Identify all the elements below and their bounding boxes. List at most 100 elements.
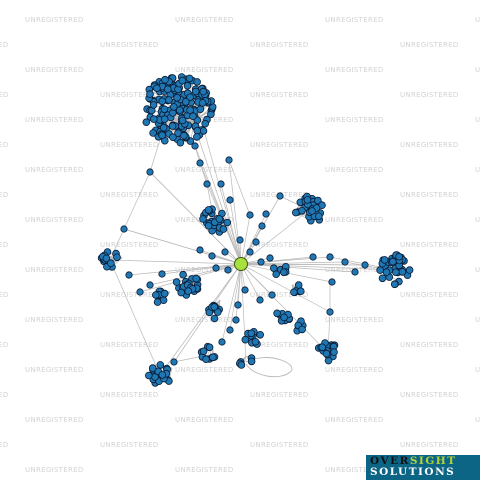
graph-node: [251, 337, 260, 346]
watermark-text: UNREGISTERED: [0, 241, 9, 249]
graph-node: [196, 159, 204, 167]
graph-node: [226, 196, 234, 204]
graph-node: [196, 105, 205, 113]
graph-node: [184, 287, 193, 295]
graph-node: [389, 257, 397, 266]
graph-node: [390, 280, 399, 289]
graph-node: [380, 256, 389, 264]
graph-node: [149, 129, 157, 137]
graph-node: [182, 98, 190, 106]
graph-node: [291, 208, 300, 217]
graph-edge: [149, 139, 161, 173]
graph-node: [183, 81, 192, 90]
graph-node: [273, 309, 281, 318]
graph-node: [205, 343, 214, 352]
graph-node: [142, 118, 151, 126]
graph-node: [102, 254, 111, 263]
graph-node: [158, 97, 167, 106]
watermark-text: UNREGISTERED: [400, 141, 459, 149]
graph-node: [196, 246, 204, 254]
graph-edge: [240, 263, 247, 363]
watermark-text: UNREGISTERED: [175, 66, 234, 74]
graph-edge: [240, 263, 329, 354]
watermark-text: UNREGISTERED: [25, 466, 84, 474]
watermark-text: UNREGISTERED: [175, 416, 234, 424]
graph-node: [341, 258, 349, 266]
watermark-text: UNREGISTERED: [100, 241, 159, 249]
graph-node: [209, 353, 217, 362]
graph-node: [398, 268, 407, 276]
watermark-text: UNREGISTERED: [475, 316, 480, 324]
graph-edge: [240, 263, 331, 313]
graph-node: [322, 349, 331, 358]
watermark-text: UNREGISTERED: [100, 441, 159, 449]
graph-node: [189, 112, 197, 120]
graph-node: [180, 131, 188, 140]
watermark-text: UNREGISTERED: [400, 91, 459, 99]
graph-node: [226, 326, 234, 334]
graph-node: [262, 210, 270, 218]
graph-node: [237, 361, 246, 369]
graph-node: [210, 303, 219, 311]
watermark-text: UNREGISTERED: [250, 91, 309, 99]
graph-node: [145, 371, 153, 380]
graph-node: [280, 313, 288, 322]
watermark-text: UNREGISTERED: [100, 141, 159, 149]
watermark-text: UNREGISTERED: [250, 391, 309, 399]
graph-node: [178, 116, 187, 125]
graph-node: [176, 138, 185, 147]
graph-node: [210, 314, 219, 323]
graph-node: [351, 268, 359, 276]
graph-node: [160, 289, 169, 298]
watermark-text: UNREGISTERED: [100, 91, 159, 99]
graph-node: [246, 211, 254, 219]
graph-node: [156, 361, 165, 369]
graph-node: [192, 274, 201, 283]
graph-node: [236, 236, 244, 244]
graph-node: [161, 75, 169, 84]
watermark-text: UNREGISTERED: [0, 41, 9, 49]
graph-node: [298, 325, 306, 334]
watermark-text: UNREGISTERED: [25, 166, 84, 174]
graph-node: [378, 274, 387, 283]
graph-node: [125, 271, 133, 279]
graph-node: [247, 357, 256, 366]
watermark-text: UNREGISTERED: [475, 16, 480, 24]
graph-node: [176, 106, 184, 114]
graph-node: [268, 291, 276, 299]
graph-node: [241, 286, 249, 294]
watermark-text: UNREGISTERED: [25, 416, 84, 424]
graph-node: [217, 180, 225, 188]
graph-node: [214, 308, 222, 316]
graph-node: [201, 119, 210, 128]
graph-loop-edge: [245, 357, 293, 378]
watermark-text: UNREGISTERED: [175, 16, 234, 24]
graph-node: [204, 206, 213, 214]
watermark-text: UNREGISTERED: [250, 341, 309, 349]
graph-node: [330, 348, 338, 356]
graph-node: [326, 308, 334, 316]
graph-node: [204, 221, 213, 230]
graph-node: [203, 180, 211, 188]
watermark-text: UNREGISTERED: [400, 441, 459, 449]
graph-node: [215, 215, 224, 223]
watermark-text: UNREGISTERED: [325, 466, 384, 474]
graph-node: [296, 287, 305, 296]
graph-edge: [128, 263, 242, 276]
graph-edge: [221, 263, 242, 343]
graph-node: [113, 253, 121, 262]
graph-node: [159, 124, 168, 132]
graph-node: [272, 270, 281, 279]
watermark-text: UNREGISTERED: [25, 16, 84, 24]
graph-edge: [240, 263, 396, 271]
watermark-text: UNREGISTERED: [100, 391, 159, 399]
graph-node: [219, 225, 228, 233]
graph-node: [191, 142, 199, 150]
graph-edge: [240, 213, 267, 265]
graph-node: [185, 74, 194, 83]
graph-node: [221, 248, 229, 256]
watermark-text: UNREGISTERED: [400, 341, 459, 349]
watermark-text: UNREGISTERED: [100, 341, 159, 349]
graph-node: [257, 258, 265, 266]
graph-node: [232, 316, 240, 324]
